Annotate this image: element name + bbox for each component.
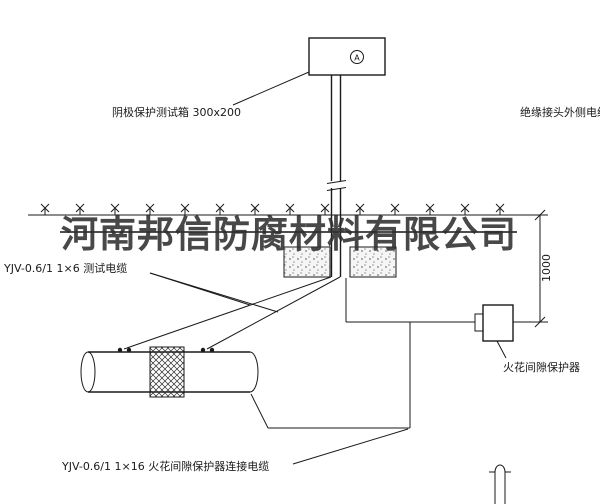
pipe-left-end: [80, 351, 96, 393]
dimension-1000: 1000: [513, 209, 553, 328]
cable-lug-2: [126, 347, 132, 353]
test-cable-label: YJV-0.6/1 1×6 测试电缆: [3, 262, 127, 275]
pipe-right-end: [249, 351, 259, 393]
spark-protector-label: 火花间隙保护器: [503, 360, 580, 374]
labels: 阴极保护测试箱 300x200 绝缘接头外侧电缆 YJV-0.6/1 1×6 测…: [3, 105, 600, 473]
test-box: A: [308, 37, 386, 76]
connection-cable-to-pipe: [250, 393, 269, 429]
watermark-text: 河南邦信防腐材料有限公司: [61, 213, 517, 256]
foundation-blocks: [283, 246, 397, 278]
spark-label-leader: [496, 340, 507, 359]
test-cable-2: [206, 276, 341, 350]
cable-runs: [123, 276, 475, 429]
cable-lug-3: [200, 347, 206, 353]
cable-lug-4: [209, 347, 215, 353]
test-cable-1: [123, 276, 332, 350]
meter-circle-icon: [350, 50, 364, 64]
dim-arrow-top: [534, 209, 546, 221]
label-leaders: [149, 71, 409, 465]
dim-arrow-bottom: [534, 316, 546, 328]
spark-gap-protector: [474, 304, 514, 359]
pipe: [80, 346, 259, 398]
ground-line: [28, 203, 548, 216]
corner-symbol: [489, 464, 511, 504]
dimension-text: 1000: [540, 254, 553, 282]
test-box-label: 阴极保护测试箱 300x200: [112, 105, 241, 119]
meter-symbol: A: [354, 54, 360, 63]
connection-cable-label: YJV-0.6/1 1×16 火花间隙保护器连接电缆: [61, 459, 269, 473]
cable-lug-1: [117, 347, 123, 353]
watermark: 河南邦信防腐材料有限公司: [60, 213, 517, 256]
insulating-joint: [149, 346, 185, 398]
outer-cable-label: 绝缘接头外侧电缆: [520, 105, 600, 119]
